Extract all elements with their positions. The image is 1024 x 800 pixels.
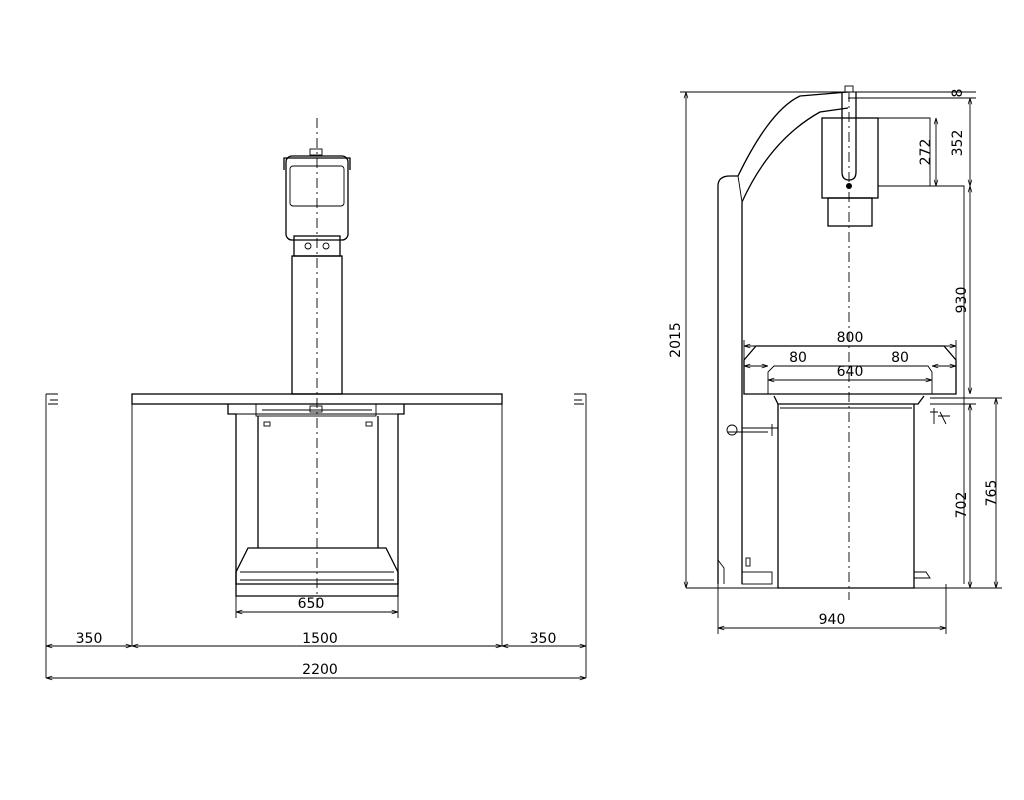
dim-top-offset: 8 [950,89,966,98]
dim-rail-right: 80 [891,350,909,366]
dim-sid: 930 [954,287,970,314]
dim-left-offset: 350 [76,631,103,647]
dim-table-height-low: 702 [954,492,970,519]
dim-depth: 940 [819,612,846,628]
dim-column-top: 352 [950,130,966,157]
side-column [717,91,849,585]
table-base [227,403,405,597]
side-table [686,345,978,589]
dim-inner-width: 640 [837,364,864,380]
front-view: 650 350 1500 350 2200 [45,118,587,678]
dim-table-width: 1500 [302,631,338,647]
dim-tube-height: 272 [918,139,934,166]
dim-right-offset: 350 [530,631,557,647]
side-view: 2015 8 352 272 930 800 80 80 640 702 765 [668,85,1002,634]
dim-tabletop-width: 800 [837,330,864,346]
dim-rail-left: 80 [789,350,807,366]
dim-bucky-width: 650 [298,596,325,612]
dim-table-height-high: 765 [984,480,1000,507]
dim-total-height: 2015 [668,322,684,358]
right-extent-mark [574,393,587,678]
dim-overall-width: 2200 [302,662,338,678]
left-extent-mark [45,393,58,678]
